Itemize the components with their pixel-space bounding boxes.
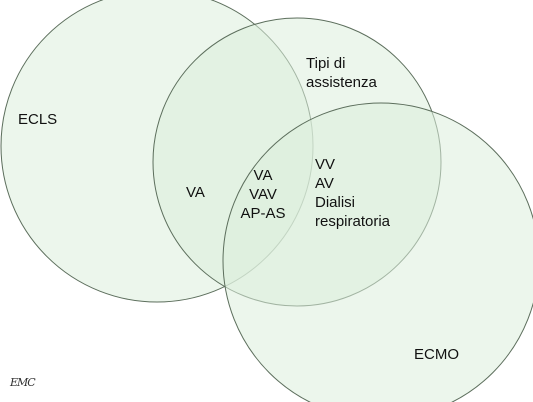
tipi-label-line-1: Tipi di [306,55,346,72]
center-item-3: AP-AS [240,205,286,222]
tipi-ecmo-item-3: Dialisi [315,194,356,211]
ecls-label: ECLS [18,111,58,128]
center-item-2: VAV [249,186,277,203]
center-item-1: VA [253,167,273,184]
tipi-ecmo-item-1: VV [315,156,336,173]
ecmo-label: ECMO [414,346,459,363]
ecmo-set-circle [222,102,533,402]
tipi-ecmo-item-4: respiratoria [315,213,391,230]
center-region-label: VA VAV AP-AS [238,166,288,223]
tipi-ecmo-region-label: VV AV Dialisi respiratoria [315,155,390,231]
ecls-tipi-region-label: VA [186,184,205,201]
emc-logo: EMC [10,376,36,389]
tipi-di-assistenza-label: Tipi di assistenza [306,54,377,92]
tipi-ecmo-item-2: AV [315,175,334,192]
tipi-label-line-2: assistenza [306,74,377,91]
